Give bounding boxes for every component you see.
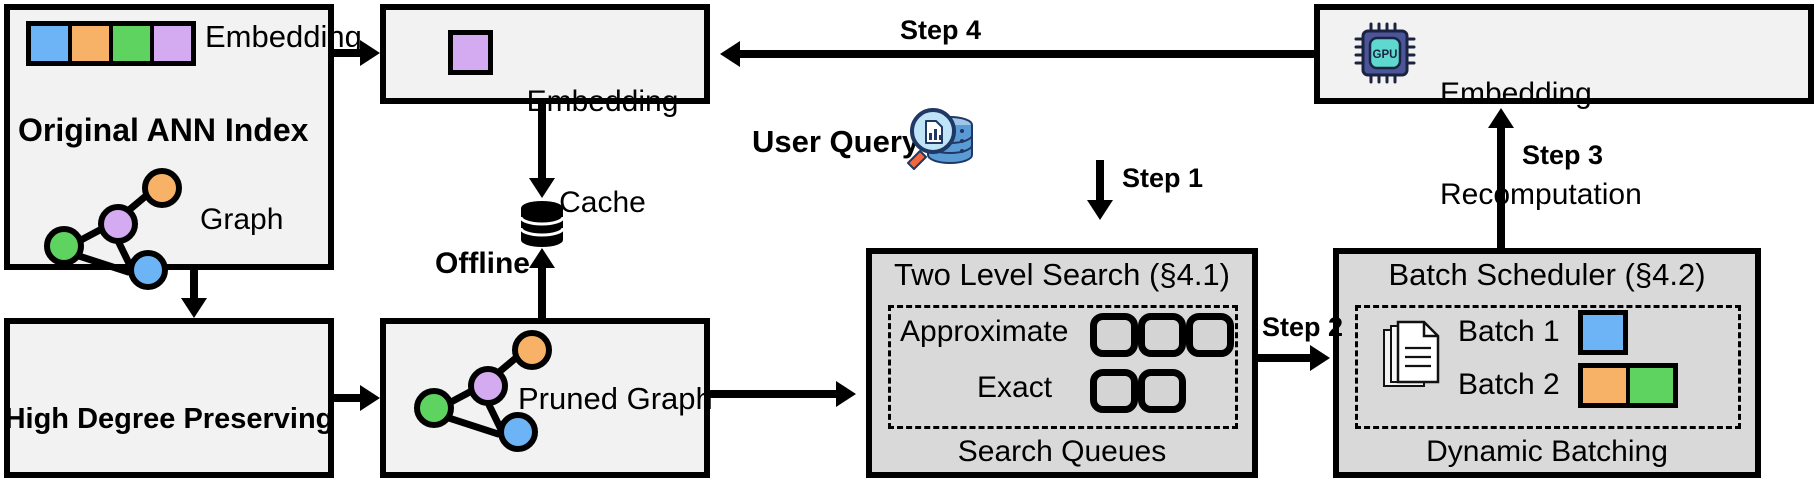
batch-swatch-green [1630, 368, 1673, 403]
approximate-queue-cell [1090, 313, 1138, 357]
graph-node-green [414, 388, 454, 428]
embedding-cache-title-line2: Cache [559, 185, 646, 219]
exact-queue-cell [1090, 369, 1138, 413]
batch-2-label: Batch 2 [1458, 368, 1560, 401]
graph-pruning-title: High Degree Preserving Graph Pruning (§5… [4, 338, 334, 481]
arrow-step2-head [1310, 345, 1330, 371]
exact-queue-cell [1138, 369, 1186, 413]
batch-swatch-orange [1583, 368, 1626, 403]
recomputation-server-title-line2: Recomputation [1440, 177, 1642, 211]
user-query-label: User Query [752, 124, 920, 159]
approximate-row-label: Approximate [900, 315, 1069, 348]
gpu-chip-icon: GPU [1352, 20, 1418, 86]
arrow-step3-head [1488, 108, 1514, 128]
approximate-queue-cell [1138, 313, 1186, 357]
arrow-cache-to-storage-line [538, 104, 546, 182]
dynamic-batching-dashed-region [1355, 305, 1741, 429]
arrow-step2-line [1258, 354, 1314, 362]
arrow-index-to-pruning-line [190, 270, 198, 302]
search-queues-dashed-region [888, 305, 1238, 429]
embedding-swatch-orange [72, 26, 109, 61]
arrow-step1-head [1087, 200, 1113, 220]
arrow-cache-to-storage-head [529, 178, 555, 198]
batch-swatch-blue [1583, 315, 1623, 350]
batch-1-label: Batch 1 [1458, 315, 1560, 348]
arrow-index-to-cache-line [334, 49, 364, 57]
step4-label: Step 4 [900, 15, 982, 45]
step2-label: Step 2 [1262, 312, 1344, 342]
embedding-cache-swatch [448, 30, 493, 75]
step3-label: Step 3 [1522, 140, 1604, 170]
search-database-icon [900, 105, 978, 177]
embedding-swatch-strip [26, 21, 196, 66]
recomputation-server-box [1314, 4, 1814, 104]
embedding-swatch-purple [154, 26, 191, 61]
arrow-prunedgraph-to-search-line [710, 390, 840, 398]
database-cylinder-icon [519, 200, 565, 248]
arrow-prunedgraph-to-search-head [836, 381, 856, 407]
arrow-index-to-pruning-head [181, 298, 207, 318]
arrow-prunedgraph-to-storage-head [529, 248, 555, 268]
two-level-search-box [866, 248, 1258, 478]
batch-2-swatches [1578, 363, 1678, 408]
arrow-pruning-to-prunedgraph-line [334, 394, 364, 402]
graph-node-green [44, 226, 84, 266]
search-queues-caption: Search Queues [957, 435, 1167, 468]
original-index-graph [40, 168, 190, 290]
original-ann-index-title: Original ANN Index [18, 112, 309, 148]
arrow-step3-line [1497, 125, 1505, 249]
graph-node-blue [128, 250, 168, 290]
embedding-label: Embedding [205, 19, 362, 54]
arrow-step4-head [720, 41, 740, 67]
exact-row-label: Exact [977, 371, 1053, 404]
approximate-queue-cell [1186, 313, 1234, 357]
embedding-cache-box [380, 4, 710, 104]
arrow-prunedgraph-to-storage-line [538, 262, 546, 320]
dynamic-batching-caption: Dynamic Batching [1426, 435, 1668, 468]
arrow-step4-line [740, 50, 1314, 58]
graph-node-orange [512, 330, 552, 370]
arrow-step1-line [1096, 160, 1104, 206]
graph-pruning-box [4, 318, 334, 478]
batch-scheduler-title: Batch Scheduler (§4.2) [1388, 257, 1706, 292]
embedding-swatch-blue [31, 26, 68, 61]
embedding-cache-title: Embedding Cache [505, 18, 700, 287]
gpu-icon-text: GPU [1373, 49, 1398, 61]
graph-node-purple [98, 204, 138, 244]
graph-pruning-title-line1: High Degree Preserving [4, 402, 334, 435]
recomputation-server-title-line1: Embedding [1440, 77, 1592, 111]
pruned-graph-label: Pruned Graph [518, 381, 713, 416]
offline-storage-label-line1: Offline [435, 247, 530, 281]
embedding-cache-title-line1: Embedding [526, 85, 679, 119]
embedding-swatch-green [113, 26, 150, 61]
graph-node-orange [142, 168, 182, 208]
arrow-pruning-to-prunedgraph-head [360, 385, 380, 411]
graph-label: Graph [200, 203, 284, 236]
pruned-graph-widget [410, 330, 552, 452]
step1-label: Step 1 [1122, 163, 1204, 193]
graph-node-purple [468, 366, 508, 406]
batch-1-swatches [1578, 310, 1628, 355]
two-level-search-title: Two Level Search (§4.1) [893, 257, 1230, 292]
documents-stack-icon [1380, 320, 1444, 394]
graph-node-blue [498, 412, 538, 452]
arrow-index-to-cache-head [360, 40, 380, 66]
